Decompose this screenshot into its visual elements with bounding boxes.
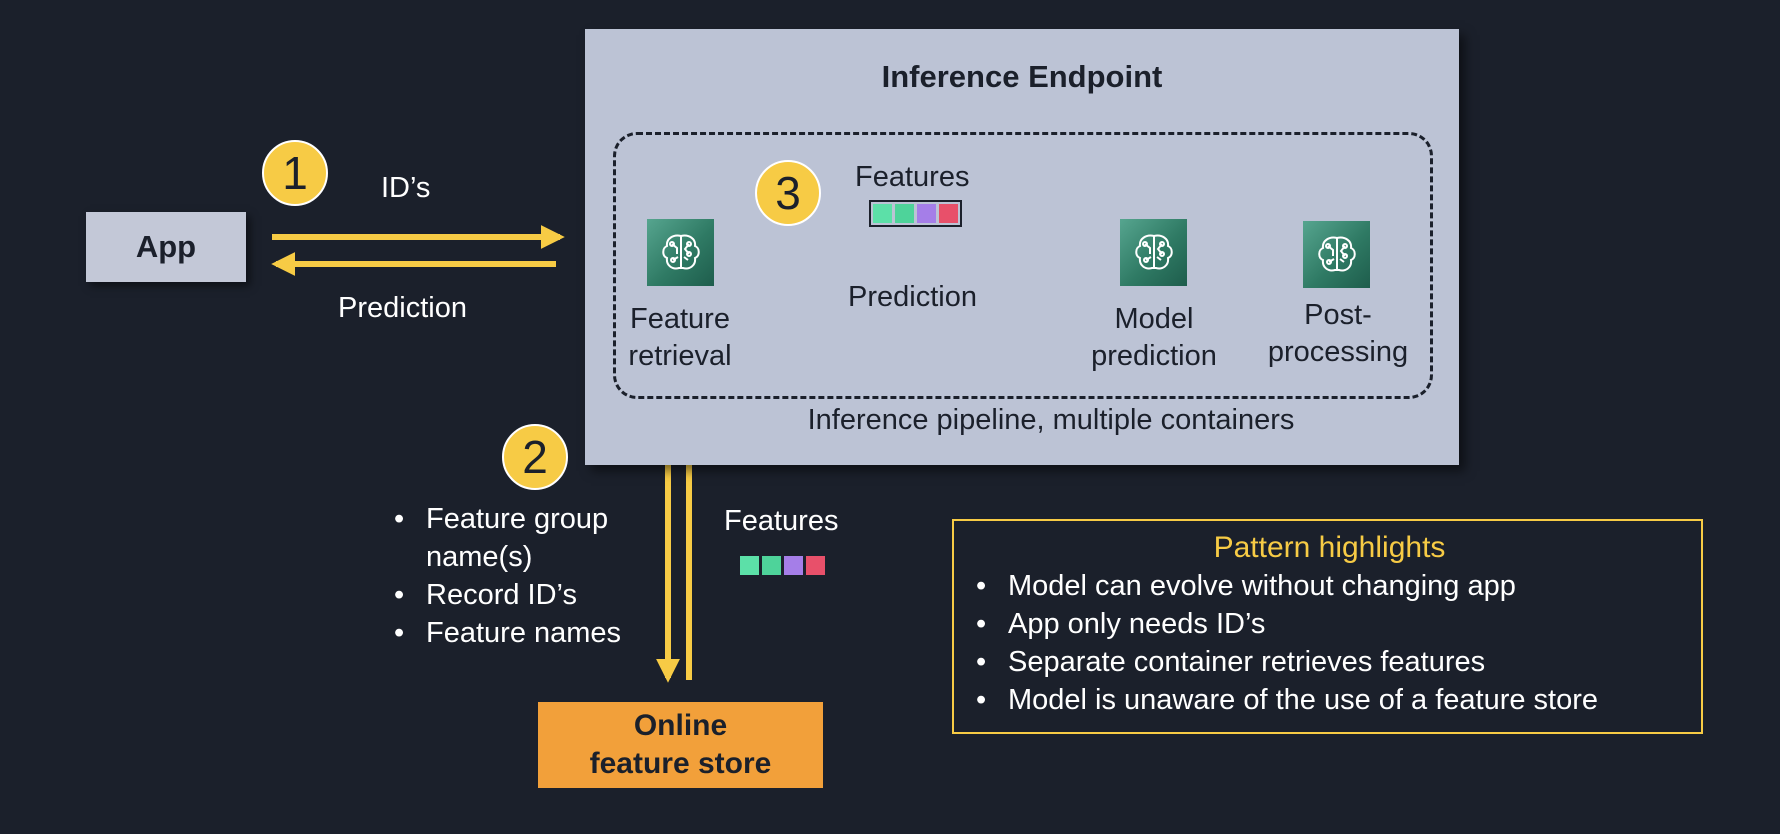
- list-item: Feature group name(s): [388, 500, 658, 576]
- online-feature-store: Online feature store: [538, 702, 823, 788]
- store-features-label: Features: [724, 505, 839, 537]
- endpoint-title: Inference Endpoint: [881, 59, 1163, 94]
- feature-cell: [784, 556, 803, 575]
- highlights-list: Model can evolve without changing app Ap…: [970, 567, 1598, 719]
- post-processing-label: Post- processing: [1267, 299, 1409, 368]
- feature-cell: [917, 204, 936, 223]
- pipeline-prediction-label: Prediction: [848, 281, 977, 313]
- app-label: App: [135, 229, 197, 264]
- feature-cell: [939, 204, 958, 223]
- store-feature-vector: [740, 556, 825, 575]
- ids-label: ID’s: [381, 172, 431, 204]
- list-item: Record ID’s: [388, 576, 658, 614]
- model-prediction-label: Model prediction: [1091, 303, 1217, 372]
- step-1-badge: 1: [262, 140, 328, 206]
- list-item: App only needs ID’s: [970, 605, 1598, 643]
- list-item: Model can evolve without changing app: [970, 567, 1598, 605]
- highlights-title: Pattern highlights: [1213, 531, 1446, 564]
- brain-circuit-icon: [1303, 221, 1370, 288]
- pipeline-label: Inference pipeline, multiple containers: [807, 404, 1295, 436]
- step-3-badge: 3: [755, 160, 821, 226]
- step-2-badge: 2: [502, 424, 568, 490]
- features-label: Features: [855, 161, 970, 193]
- feature-cell: [895, 204, 914, 223]
- feature-vector: [869, 200, 962, 227]
- prediction-label: Prediction: [338, 292, 467, 324]
- inference-endpoint: Inference Endpoint Inference pipeline, m…: [585, 29, 1459, 465]
- feature-cell: [806, 556, 825, 575]
- brain-circuit-icon: [647, 219, 714, 286]
- pattern-highlights: Pattern highlights Model can evolve with…: [952, 519, 1703, 734]
- list-item: Feature names: [388, 614, 658, 652]
- app-box: App: [86, 212, 246, 282]
- list-item: Separate container retrieves features: [970, 643, 1598, 681]
- list-item: Model is unaware of the use of a feature…: [970, 681, 1598, 719]
- inference-pipeline: [613, 132, 1433, 399]
- brain-circuit-icon: [1120, 219, 1187, 286]
- feature-retrieval-label: Feature retrieval: [628, 303, 732, 372]
- store-request-list: Feature group name(s) Record ID’s Featur…: [388, 500, 658, 652]
- feature-cell: [762, 556, 781, 575]
- feature-cell: [740, 556, 759, 575]
- feature-cell: [873, 204, 892, 223]
